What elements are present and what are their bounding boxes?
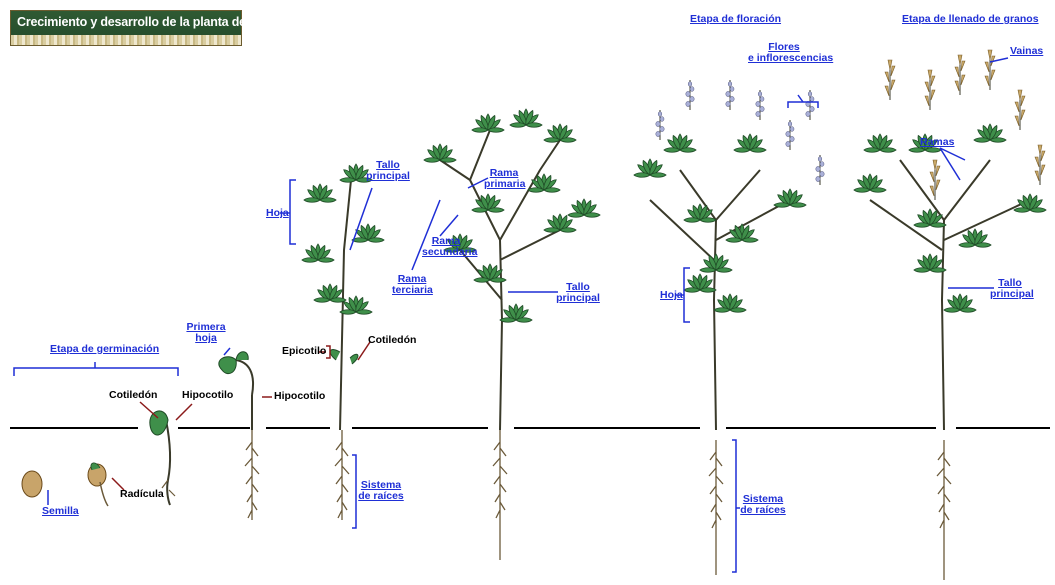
leaf-label-1: Hoja xyxy=(266,208,289,219)
main-stem-label-3: Tallo principal xyxy=(990,278,1030,300)
first-leaf-label: Primera hoja xyxy=(186,322,226,344)
stage-flowering-label: Etapa de floración xyxy=(690,14,781,25)
main-stem-label-1: Tallo principal xyxy=(366,160,410,182)
secondary-branch-label-line2: secundaria xyxy=(422,247,470,258)
cotyledon-label-1: Cotiledón xyxy=(109,390,157,401)
primary-branch-label: Rama primaria xyxy=(484,168,524,190)
main-stem-label-1-line2: principal xyxy=(366,171,410,182)
cotyledon-label-2: Cotiledón xyxy=(368,335,416,346)
seed-illustration xyxy=(22,471,42,497)
flowering-plant-illustration xyxy=(634,80,824,575)
root-system-label-2-line2: de raíces xyxy=(740,505,786,516)
root-system-label-2: Sistema de raíces xyxy=(740,494,786,516)
radicle-label: Radícula xyxy=(120,489,164,500)
seed-label: Semilla xyxy=(42,506,79,517)
root-system-label-1-line2: de raíces xyxy=(358,491,404,502)
leaf-label-2: Hoja xyxy=(660,290,683,301)
branches-label: Ramas xyxy=(920,137,954,148)
main-stem-label-3-line2: principal xyxy=(990,289,1030,300)
main-stem-label-2-line2: principal xyxy=(556,293,600,304)
tertiary-branch-label-line2: terciaria xyxy=(392,285,432,296)
root-system-label-1: Sistema de raíces xyxy=(358,480,404,502)
stage-grain-fill-label: Etapa de llenado de granos xyxy=(902,14,1039,25)
secondary-branch-label: Rama secundaria xyxy=(422,236,470,258)
hypocotyl-label-2: Hipocotilo xyxy=(274,391,325,402)
first-leaf-label-line2: hoja xyxy=(186,333,226,344)
pods-label: Vainas xyxy=(1010,46,1043,57)
stage-germination-label: Etapa de germinación xyxy=(50,344,159,355)
first-leaf-seedling-illustration xyxy=(219,352,259,520)
epicotyl-label: Epicotilo xyxy=(282,346,326,357)
primary-branch-label-line2: primaria xyxy=(484,179,524,190)
flowers-label-line2: e inflorescencias xyxy=(748,53,820,64)
red-leader-lines xyxy=(112,342,370,490)
main-stem-label-2: Tallo principal xyxy=(556,282,600,304)
grain-filling-plant-illustration xyxy=(854,50,1046,580)
flowers-label: Flores e inflorescencias xyxy=(748,42,820,64)
radicle-seedling-illustration xyxy=(88,463,108,506)
tertiary-branch-label: Rama terciaria xyxy=(392,274,432,296)
hypocotyl-label-1: Hipocotilo xyxy=(182,390,233,401)
